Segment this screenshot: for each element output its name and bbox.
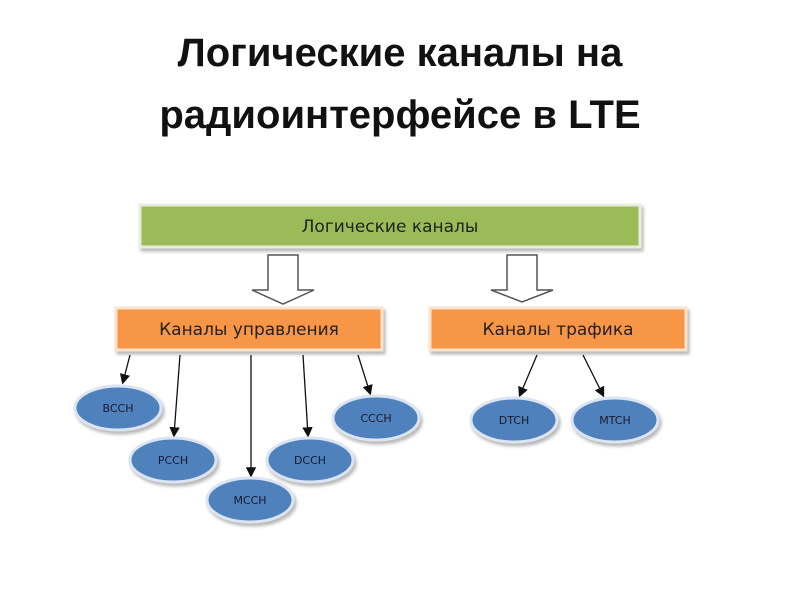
arrow-dtch	[518, 354, 538, 398]
ellipse-pcch	[128, 436, 218, 484]
channel-bcch: BCCH	[103, 402, 134, 415]
channel-mcch: MCCH	[233, 494, 266, 507]
control-label: Каналы управления	[159, 320, 339, 340]
ellipse-mtch	[570, 396, 660, 444]
channel-ccch: CCCH	[360, 412, 391, 425]
hollow-arrow-right	[490, 254, 554, 303]
traffic-box: Каналы трафика	[428, 306, 688, 352]
ellipse-dtch	[469, 396, 559, 444]
arrow-pcch	[169, 354, 181, 438]
title-line-2: радиоинтерфейсе в LTE	[159, 93, 641, 137]
channel-mtch: MTCH	[599, 414, 631, 427]
ellipse-dcch	[265, 436, 355, 484]
channel-dcch: DCCH	[294, 454, 326, 467]
hollow-arrow-left	[251, 254, 315, 305]
channel-pcch: PCCH	[158, 454, 188, 467]
arrow-mtch	[582, 354, 605, 398]
ellipse-bcch	[73, 384, 163, 432]
arrow-dcch	[302, 354, 313, 438]
ellipse-mcch	[205, 476, 295, 524]
ellipse-ccch	[331, 394, 421, 442]
root-box: Логические каналы	[138, 203, 642, 249]
arrow-ccch	[357, 354, 373, 396]
page-title: Логические каналы на радиоинтерфейсе в L…	[0, 22, 800, 146]
arrow-bcch	[119, 354, 131, 385]
root-label: Логические каналы	[302, 217, 479, 237]
traffic-label: Каналы трафика	[482, 320, 633, 340]
channel-dtch: DTCH	[499, 414, 530, 427]
title-line-1: Логические каналы на	[177, 31, 623, 75]
control-box: Каналы управления	[114, 306, 384, 352]
